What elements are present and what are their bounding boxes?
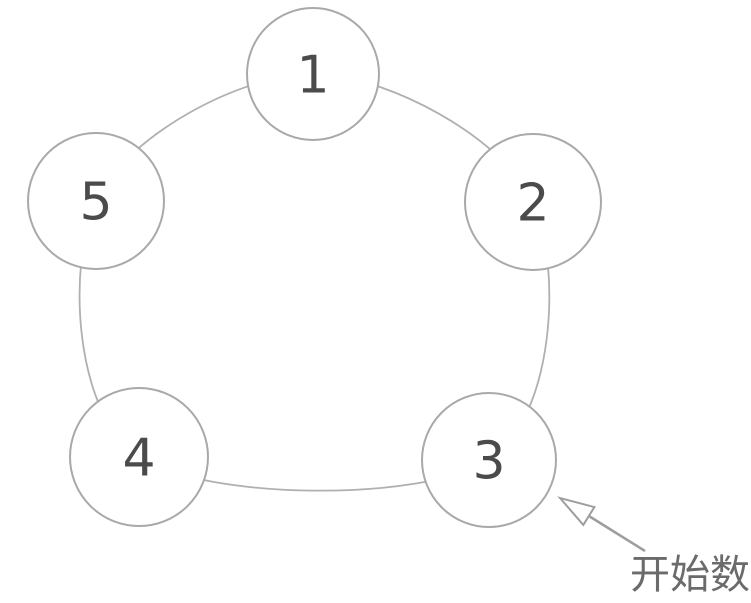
node-label-4: 4 <box>122 429 155 489</box>
node-label-3: 3 <box>472 432 505 492</box>
annotation-arrow-line <box>589 515 646 553</box>
node-label-5: 5 <box>79 173 112 233</box>
annotation-label: 开始数 <box>630 552 750 598</box>
node-circle-4 <box>69 387 209 527</box>
node-circle-3 <box>421 392 557 528</box>
node-label-2: 2 <box>516 174 549 234</box>
node-circle-1 <box>246 7 380 141</box>
annotation-arrow-head-icon <box>557 496 596 527</box>
node-label-1: 1 <box>296 46 329 106</box>
node-circle-5 <box>27 132 165 270</box>
node-circle-2 <box>464 133 602 271</box>
